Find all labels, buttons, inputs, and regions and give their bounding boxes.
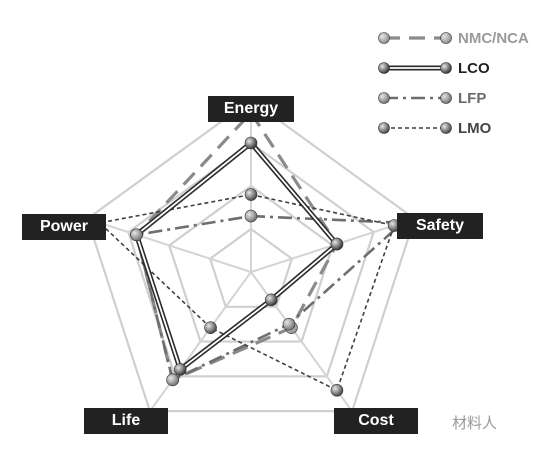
data-point-lco-energy <box>244 136 258 150</box>
data-point-lco-safety <box>330 237 344 251</box>
legend-item-lco: LCO <box>378 57 554 81</box>
legend-marker-lmo-end <box>440 122 452 134</box>
grid-ring-4 <box>86 98 416 413</box>
axis-label-safety: Safety <box>397 213 483 239</box>
data-point-lmo-life <box>204 321 217 334</box>
legend-marker-nmc-nca-start <box>378 32 390 44</box>
axis-spoke-life <box>149 271 252 412</box>
data-point-lco-cost <box>264 293 278 307</box>
legend-label-lmo: LMO <box>458 120 492 137</box>
series-line-lco-inner <box>135 142 338 371</box>
series-line-lmo <box>98 193 395 392</box>
legend-label-nmc-nca: NMC/NCA <box>458 30 529 47</box>
legend-item-lfp: LFP <box>378 87 554 111</box>
data-point-lfp-life <box>166 373 179 387</box>
legend-marker-lco-end <box>440 62 452 74</box>
axis-label-power: Power <box>22 214 106 240</box>
legend-marker-nmc-nca-end <box>440 32 452 44</box>
axis-label-energy: Energy <box>208 96 294 122</box>
legend-marker-lfp-end <box>440 92 452 104</box>
data-point-lmo-energy <box>244 188 258 201</box>
data-point-lfp-energy <box>244 209 258 223</box>
grid-ring-3 <box>127 141 375 378</box>
data-point-lfp-power <box>130 228 143 242</box>
data-point-lfp-cost <box>282 317 296 331</box>
grid-ring-1 <box>208 227 294 308</box>
legend-item-nmc-nca: NMC/NCA <box>378 27 554 51</box>
axis-label-cost: Cost <box>334 408 418 434</box>
data-point-lco-life <box>173 363 187 376</box>
legend-marker-lmo-start <box>378 122 390 134</box>
series-line-nmc-nca <box>134 111 339 382</box>
legend-marker-lfp-start <box>378 92 390 104</box>
axis-spoke-power <box>87 217 252 273</box>
legend-label-lfp: LFP <box>458 90 487 107</box>
axis-label-life: Life <box>84 408 168 434</box>
legend-item-lmo: LMO <box>378 117 554 141</box>
watermark: 材料人 <box>452 414 498 432</box>
series-line-lfp <box>135 214 404 382</box>
data-point-lmo-cost <box>330 383 344 397</box>
series-line-lco <box>133 140 340 372</box>
legend-marker-lco-start <box>378 62 390 74</box>
legend-label-lco: LCO <box>458 60 490 77</box>
